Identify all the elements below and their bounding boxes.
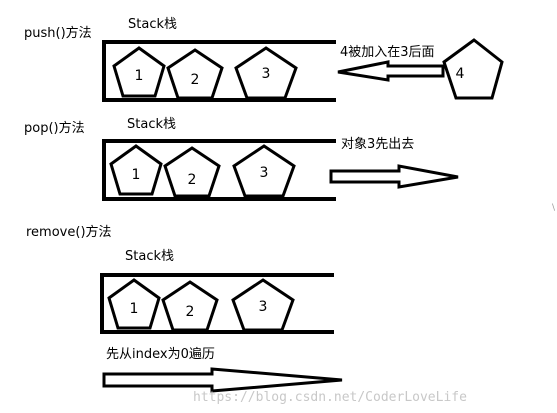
pop-annotation: 对象3先出去 bbox=[341, 137, 414, 152]
push-annotation: 4被加入在3后面 bbox=[340, 45, 435, 60]
csdn-watermark: https://blog.csdn.net/CoderLoveLife bbox=[193, 390, 467, 405]
svg-text:1: 1 bbox=[132, 167, 141, 183]
svg-text:3: 3 bbox=[259, 299, 268, 315]
remove-annotation: 先从index为0遍历 bbox=[106, 346, 215, 362]
pop-section: pop()方法 Stack栈 1 2 3 对象3先出去 bbox=[24, 117, 459, 201]
push-incoming-item-4: 4 bbox=[442, 38, 504, 100]
remove-item-3: 3 bbox=[231, 278, 295, 332]
svg-text:2: 2 bbox=[188, 172, 197, 188]
push-title: push()方法 bbox=[24, 25, 92, 41]
remove-arrow bbox=[102, 367, 343, 393]
svg-text:2: 2 bbox=[191, 72, 200, 88]
remove-title: remove()方法 bbox=[26, 224, 112, 240]
push-item-2: 2 bbox=[166, 48, 224, 100]
remove-item-1: 1 bbox=[107, 278, 161, 330]
svg-text:3: 3 bbox=[260, 165, 269, 181]
remove-item-2: 2 bbox=[161, 280, 219, 332]
pop-item-3: 3 bbox=[232, 144, 296, 198]
push-item-3: 3 bbox=[234, 46, 298, 100]
push-arrow bbox=[337, 60, 445, 82]
push-stack-container bbox=[102, 40, 336, 102]
pop-item-1: 1 bbox=[109, 144, 163, 196]
edge-mark: \ bbox=[551, 203, 555, 213]
pop-title: pop()方法 bbox=[24, 120, 85, 136]
pop-arrow bbox=[329, 164, 459, 189]
push-section: push()方法 Stack栈 1 2 3 4被加入在3后面 4 bbox=[24, 17, 504, 102]
svg-text:1: 1 bbox=[135, 68, 144, 84]
push-stack-label: Stack栈 bbox=[128, 17, 177, 32]
remove-stack-label: Stack栈 bbox=[125, 249, 174, 264]
svg-text:1: 1 bbox=[130, 301, 139, 317]
svg-text:3: 3 bbox=[262, 66, 271, 82]
pop-stack-label: Stack栈 bbox=[127, 117, 176, 132]
push-item-1: 1 bbox=[112, 46, 166, 98]
remove-stack-container bbox=[100, 273, 334, 334]
svg-text:4: 4 bbox=[456, 66, 465, 82]
pop-item-2: 2 bbox=[163, 146, 221, 198]
pop-stack-container bbox=[102, 139, 336, 201]
svg-text:2: 2 bbox=[186, 304, 195, 320]
remove-section: remove()方法 Stack栈 1 2 3 先从index为0遍历 bbox=[26, 224, 343, 393]
